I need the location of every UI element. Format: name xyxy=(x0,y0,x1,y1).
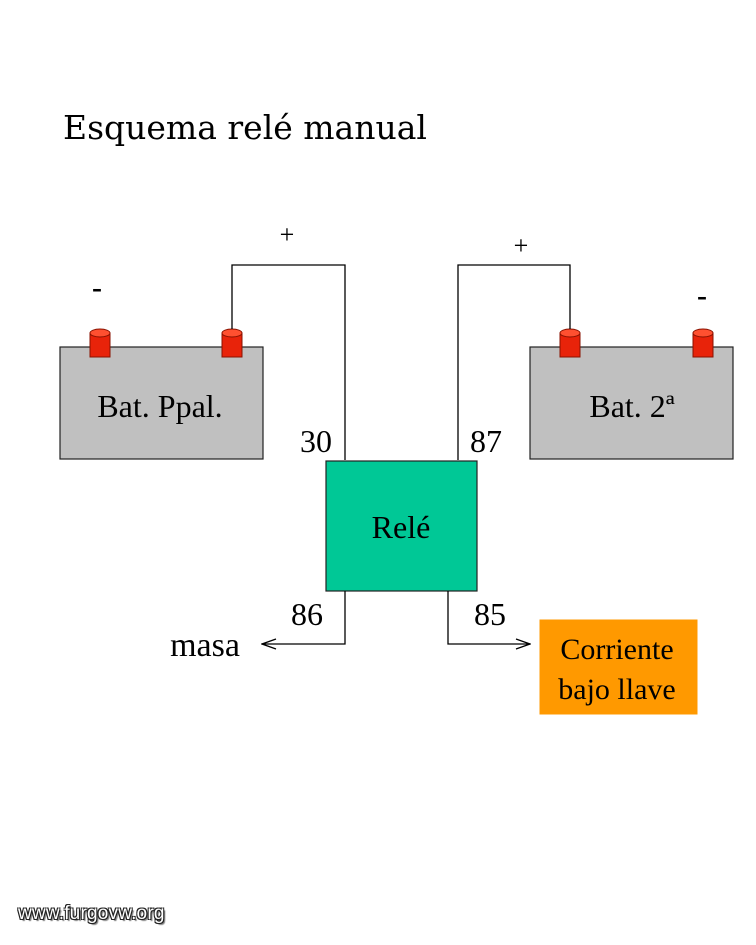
ignition-label-line1: Corriente xyxy=(560,633,673,666)
main-battery-positive-sign: + xyxy=(280,220,295,249)
pin-87-label: 87 xyxy=(470,423,502,459)
second-battery-negative-terminal xyxy=(692,328,714,358)
pin-30-label: 30 xyxy=(300,423,332,459)
pin-85-label: 85 xyxy=(474,596,506,632)
second-battery-positive-terminal xyxy=(559,328,581,358)
main-battery-negative-terminal xyxy=(89,328,111,358)
wire-main-battery-to-pin-30 xyxy=(231,264,346,460)
ignition-box xyxy=(539,619,698,715)
main-battery xyxy=(59,346,264,460)
second-battery-negative-sign: - xyxy=(697,279,707,312)
wire-second-battery-to-pin-87 xyxy=(457,264,571,460)
relay-box xyxy=(325,460,478,592)
footer-watermark: www.furgovw.org xyxy=(18,903,165,924)
second-battery xyxy=(529,346,734,460)
wire-pin-85-to-ignition xyxy=(447,591,530,644)
main-battery-negative-sign: - xyxy=(92,271,102,304)
second-battery-label: Bat. 2ª xyxy=(589,388,674,424)
relay-label: Relé xyxy=(372,509,431,545)
ignition-label-line2: bajo llave xyxy=(558,673,675,706)
main-battery-positive-terminal xyxy=(221,328,243,358)
second-battery-positive-sign: + xyxy=(514,231,529,260)
pin-86-label: 86 xyxy=(291,596,323,632)
main-battery-label: Bat. Ppal. xyxy=(97,388,222,424)
wire-pin-86-to-ground xyxy=(262,591,346,644)
ground-label: masa xyxy=(170,627,240,664)
diagram-title: Esquema relé manual xyxy=(63,108,427,147)
